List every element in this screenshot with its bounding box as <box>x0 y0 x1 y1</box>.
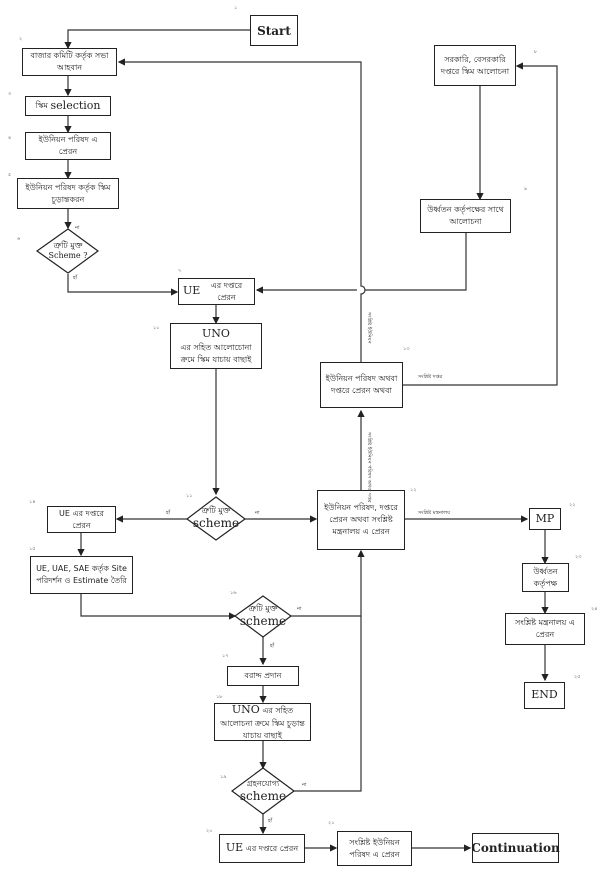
node-uno-final-verify[interactable]: UNO এর সহিত আলোচনা ক্রমে স্কিম চুড়ান্ত … <box>214 703 311 741</box>
decision-label-bn: গ্রহনযোগ্য <box>246 778 280 788</box>
step-number: ১০ <box>153 325 160 331</box>
edge-label-no: না <box>75 225 80 231</box>
edge-label-no: না <box>255 510 260 516</box>
decision-label-en: scheme <box>192 516 240 530</box>
step-number: ৬ <box>17 236 21 242</box>
decision-label-en: scheme <box>239 614 287 628</box>
node-up-finalize-scheme[interactable]: ইউনিয়ন পরিষদ কর্তৃক স্কিম চুড়ান্তকরন <box>17 178 119 209</box>
step-number: ১৩ <box>403 346 410 352</box>
decision-label-en: scheme <box>239 788 287 803</box>
edge-start-to-n2 <box>64 29 250 50</box>
node-label-en: UE <box>183 284 201 298</box>
step-number: ৭ <box>178 268 182 274</box>
node-send-to-ue-office[interactable]: UE এর দপ্তরে প্রেরন <box>178 278 255 305</box>
edge-label-yes: হাঁ <box>73 275 78 281</box>
node-label-en: UE <box>225 841 244 855</box>
node-mp[interactable]: MP <box>529 508 561 530</box>
edge-n19-n12 <box>294 616 362 792</box>
edge-label-yes: হাঁ <box>270 643 275 649</box>
node-label-bn: এর দপ্তরে প্রেরন <box>245 843 299 853</box>
step-number: ২৩ <box>575 554 582 560</box>
decision-n16-shape <box>233 595 293 638</box>
node-label-bn: এর সহিত আলোচোনা ক্রমে স্কিম যাচায় বাছাই <box>180 343 252 365</box>
step-number: ১৫ <box>29 546 36 552</box>
step-number: ৩ <box>8 91 12 97</box>
node-uno-discussion-scheme-verify[interactable]: UNO এর সহিত আলোচোনা ক্রমে স্কিম যাচায় বা… <box>170 323 262 369</box>
step-number: ১১ <box>186 493 193 499</box>
node-bazar-committee-meeting[interactable]: বাজার কমিটি কর্তৃক সভা আহবান <box>22 48 117 76</box>
step-number: ১৮ <box>216 694 223 700</box>
step-number: ২২ <box>569 502 576 508</box>
node-send-to-union-parishad[interactable]: ইউনিয়ন পরিষদ এ প্রেরন <box>25 132 111 160</box>
node-label-bn: স্কিম <box>35 101 48 110</box>
step-number: ১ <box>234 5 238 11</box>
edge-label-related-up: সংশ্লিষ্ট ইউনিয়ন <box>366 312 372 344</box>
edge-n9-n7 <box>257 233 467 290</box>
continuation-node[interactable]: Continuation <box>471 833 560 863</box>
edge-label-yes: হাঁ <box>166 510 171 516</box>
step-number: ১৭ <box>222 653 229 659</box>
step-number: ৯ <box>524 186 528 192</box>
edge-n13-n2 <box>117 58 366 362</box>
node-label-bn: এর দপ্তরে প্রেরন <box>210 280 243 302</box>
node-send-to-ministry[interactable]: সংশ্লিষ্ট মন্ত্রনালয় এ প্রেরন <box>505 613 585 645</box>
edge-label-related-up-office: সংশ্লিষ্ট ইউনিয়ন পরিষদ অথবা দপ্তর <box>366 432 372 503</box>
step-number: ৮ <box>534 49 538 55</box>
node-up-or-office-send[interactable]: ইউনিয়ন পরিষদ অথবা দপ্তরে প্রেরন অথবা <box>320 362 403 408</box>
node-send-to-ue-office-14[interactable]: UE এর দপ্তরে প্রেরন <box>47 506 116 533</box>
edge-n15-n16 <box>80 594 237 620</box>
step-number: ৪ <box>8 135 12 141</box>
node-allocation-grant[interactable]: বরাদ্দ প্রদান <box>227 666 299 686</box>
start-node[interactable]: Start <box>250 15 298 46</box>
decision-n19-shape <box>230 767 296 815</box>
node-govt-private-office-discussion[interactable]: সরকারি, বেসরকারি দপ্তরে স্কিম আলোচনা <box>434 45 516 86</box>
step-number: ২৫ <box>574 674 581 680</box>
node-label-en: selection <box>50 98 101 112</box>
step-number: ২০ <box>206 828 213 834</box>
decision-label-bn: ত্রুটি মুক্ত <box>53 241 83 250</box>
step-number: ২ <box>19 36 23 42</box>
node-label-en: UNO <box>202 326 230 340</box>
end-node[interactable]: END <box>524 682 565 709</box>
node-send-to-ue-office-20[interactable]: UE এর দপ্তরে প্রেরন <box>219 834 305 863</box>
decision-label-bn: ত্রুটি মুক্ত <box>201 506 231 515</box>
edge-label-related-office: সংশ্লিষ্ট দপ্তর <box>418 374 443 380</box>
edge-label-yes: হাঁ <box>268 818 273 824</box>
step-number: ৫ <box>8 172 12 178</box>
edge-n13-n8 <box>403 62 558 386</box>
node-scheme-selection[interactable]: স্কিম selection <box>25 96 111 116</box>
node-send-to-related-up[interactable]: সংশ্লিষ্ট ইউনিয়ন পরিষদ এ প্রেরন <box>337 831 412 866</box>
decision-label-bn: ত্রুটি মুক্ত <box>248 604 278 613</box>
edge-label-no: না <box>302 782 307 788</box>
decision-label-en: Scheme ? <box>48 251 88 260</box>
decision-n6-shape <box>35 228 100 274</box>
edge-n6-n7 <box>67 274 179 296</box>
step-number: ২১ <box>328 820 335 826</box>
decision-n11-shape <box>185 496 247 541</box>
node-label-en: UNO <box>231 702 260 716</box>
step-number: ১২ <box>410 487 417 493</box>
step-number: ২৪ <box>591 606 598 612</box>
node-up-office-or-ministry[interactable]: ইউনিয়ন পরিষদ, দপ্তরে প্রেরন অথবা সংশ্লি… <box>317 490 405 550</box>
step-number: ১৬ <box>230 590 237 596</box>
edge-label-no: না <box>297 606 302 612</box>
edge-label-related-ministry: সংশ্লিষ্ট মন্ত্রনালয় <box>418 510 451 516</box>
step-number: ১৯ <box>220 774 227 780</box>
node-higher-authority-discussion[interactable]: উর্ধ্বতন কর্তৃপক্ষের সাথে আলোচনা <box>420 199 511 233</box>
node-site-visit-estimate[interactable]: UE, UAE, SAE কর্তৃক Site পরিদর্শন ও Esti… <box>30 556 133 594</box>
step-number: ১৪ <box>29 499 36 505</box>
node-higher-authority[interactable]: উর্ধ্বতন কর্তৃপক্ষ <box>522 563 569 592</box>
node-label-bn: এর সহিত আলোচনা ক্রমে স্কিম চুড়ান্ত যাচা… <box>220 705 305 741</box>
